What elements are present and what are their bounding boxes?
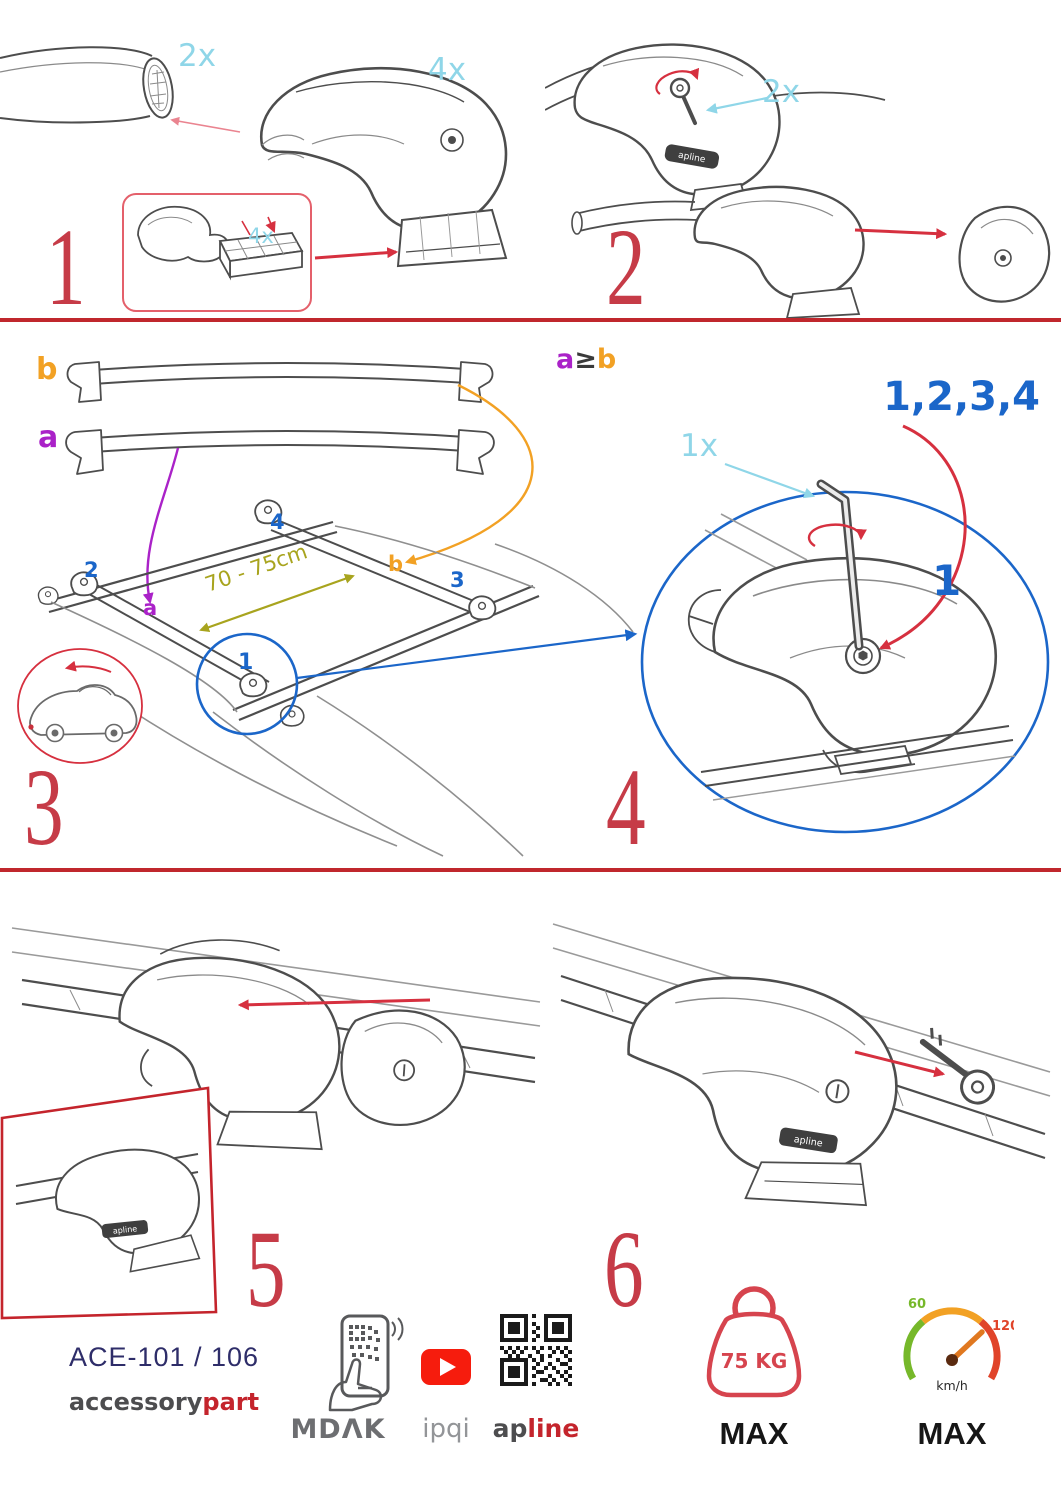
step2-illustration: apline [545, 43, 1051, 318]
foot1-highlight-circle [195, 632, 299, 736]
brand-logo: accessorypart [52, 1388, 276, 1416]
condition-label: a≥b [556, 344, 616, 375]
apline-line: line [527, 1414, 580, 1443]
bar-a-label: a [38, 420, 59, 455]
step3-illustration [17, 361, 638, 857]
roof-bar-illustration [0, 46, 241, 133]
first-position-label: 1 [932, 556, 962, 605]
qr-code-icon [500, 1314, 572, 1386]
step3-number: 3 [24, 746, 64, 868]
foot-keylock-illustration: apline [627, 976, 898, 1207]
ipqi-logo: ipqi [422, 1414, 470, 1444]
step2-number: 2 [606, 206, 646, 328]
key-icon [919, 1027, 996, 1105]
cover-arrow [237, 998, 431, 1011]
roof-top-view [37, 499, 638, 857]
condition-a: a [556, 344, 575, 375]
brand-accessory: accessory [68, 1388, 203, 1416]
svg-text:apline: apline [112, 1224, 137, 1236]
pad-quantity-label: 4x [248, 224, 274, 248]
pad-inset-box [122, 193, 312, 312]
roof-a-label: a [143, 596, 158, 620]
apline-ap: ap [492, 1414, 528, 1443]
apline-logo-patch: apline [664, 144, 720, 169]
crossbar-a-illustration [65, 429, 495, 475]
distance-arrow [199, 573, 355, 633]
speed-unit-label: km/h [936, 1378, 968, 1393]
speed-low-label: 60 [908, 1297, 926, 1312]
cover-piece-illustration [340, 1009, 466, 1126]
lock-key-icon [669, 77, 697, 125]
roof-pos1-label: 1 [238, 650, 254, 675]
step6-number: 6 [604, 1208, 644, 1330]
svg-text:apline: apline [793, 1134, 824, 1149]
svg-text:apline: apline [677, 151, 706, 166]
arrow-bar-a [142, 447, 180, 605]
allen-key-illustration [816, 479, 864, 651]
step1-illustration [0, 46, 508, 268]
sequence-arrow [878, 424, 967, 650]
foot-quantity-label: 4x [428, 52, 467, 88]
step1-number: 1 [46, 206, 86, 328]
foot-zoom-illustration [687, 557, 1016, 801]
speed-max-label: MAX [917, 1416, 987, 1451]
apline-logo: apline [482, 1414, 590, 1443]
step4-illustration [640, 424, 1050, 834]
tool-arrow [724, 462, 816, 499]
key-arrow [854, 1050, 946, 1078]
section-divider [0, 318, 1061, 322]
arrow-bar-b [404, 383, 534, 565]
step4-number: 4 [606, 746, 646, 868]
bar-b-label: b [36, 352, 58, 387]
condition-b: b [596, 344, 617, 375]
roof-b-label: b [388, 552, 404, 576]
speedometer-icon: 60 120 km/h [903, 1297, 1014, 1393]
phone-scan-icon [328, 1314, 404, 1412]
foot-cover-illustration [571, 185, 1051, 318]
tighten-sequence-label: 1,2,3,4 [883, 374, 1040, 420]
brand-part: part [202, 1388, 260, 1416]
weight-limit-icon: 75 KG [706, 1286, 802, 1398]
foot-open-illustration [118, 939, 341, 1151]
foot-lock-illustration: apline [573, 43, 781, 212]
model-number: ACE-101 / 106 [68, 1342, 260, 1372]
bar-quantity-label: 2x [178, 38, 217, 74]
weight-max-label: MAX [719, 1416, 789, 1451]
mdak-logo: MDΛK [290, 1414, 386, 1445]
youtube-icon [421, 1349, 471, 1385]
tool-quantity-label: 1x [680, 428, 719, 464]
rotate-arrow [807, 523, 867, 548]
step5-number: 5 [246, 1208, 286, 1330]
zoom-arrow [296, 629, 638, 680]
locked-foot-inset: apline [0, 1086, 218, 1320]
crossbar-b-illustration [66, 361, 494, 403]
condition-op: ≥ [574, 344, 597, 375]
roof-pos3-label: 3 [450, 568, 465, 592]
roof-pos4-label: 4 [270, 510, 285, 534]
rubber-pad-illustration [137, 205, 304, 281]
weight-value-label: 75 KG [721, 1349, 788, 1373]
car-inset [17, 648, 143, 764]
step6-illustration: apline [552, 923, 1051, 1207]
roof-pos2-label: 2 [84, 558, 99, 582]
lock-quantity-label: 2x [762, 74, 801, 110]
step5-illustration: apline [0, 927, 541, 1320]
speed-high-label: 120 [992, 1319, 1014, 1334]
clamp-foot-illustration [259, 66, 508, 268]
section-divider [0, 868, 1061, 872]
